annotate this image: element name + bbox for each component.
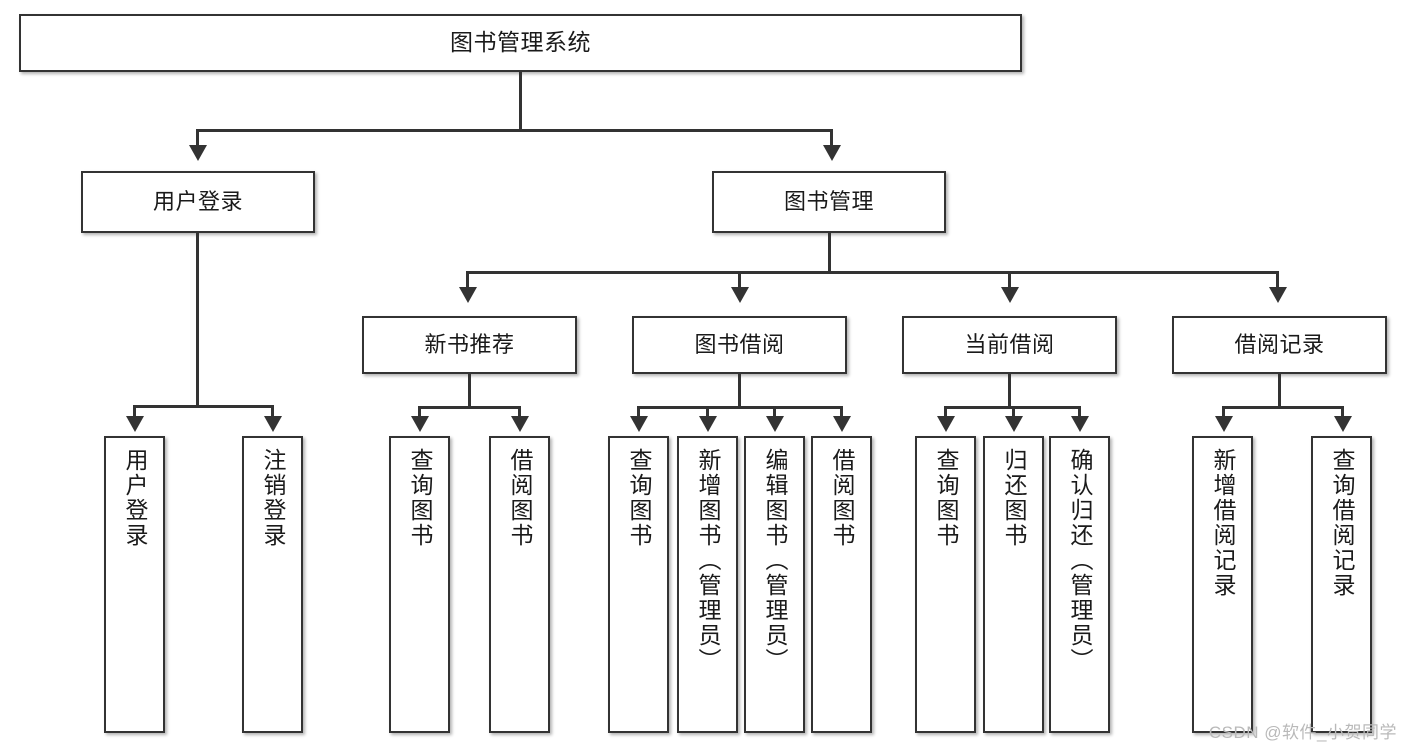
- edge-to-current-borrow: [1008, 271, 1011, 289]
- node-book-borrow[interactable]: 图书借阅: [632, 316, 847, 374]
- edge-new-book-bus: [418, 406, 521, 409]
- leaf-user-login-logout[interactable]: 注销登录: [242, 436, 303, 733]
- edge-new-book-leaf2: [518, 406, 521, 419]
- node-label: 查询图书: [407, 448, 433, 548]
- edge-root-down: [519, 72, 522, 130]
- node-book-management[interactable]: 图书管理: [712, 171, 946, 233]
- edge-book-borrow-leaf3: [773, 406, 776, 419]
- edge-current-borrow-leaf3: [1078, 406, 1081, 419]
- arrow-book-borrow-leaf2: [699, 416, 717, 432]
- node-label: 查询图书: [626, 448, 652, 548]
- arrow-book-borrow-leaf3: [766, 416, 784, 432]
- node-label: 当前借阅: [964, 332, 1055, 358]
- leaf-current-borrow-query[interactable]: 查询图书: [915, 436, 976, 733]
- arrow-book-borrow-leaf4: [833, 416, 851, 432]
- node-label: 新书推荐: [424, 332, 515, 358]
- node-label: 用户登录: [122, 448, 148, 548]
- arrow-user-login-leaf2: [264, 416, 282, 432]
- edge-user-login-bus: [133, 405, 273, 408]
- leaf-borrow-records-add[interactable]: 新增借阅记录: [1192, 436, 1253, 733]
- node-label: 查询借阅记录: [1329, 448, 1355, 598]
- node-label: 借阅图书: [829, 448, 855, 548]
- leaf-user-login-login[interactable]: 用户登录: [104, 436, 165, 733]
- edge-book-mgmt-bus: [466, 271, 1279, 274]
- edge-book-mgmt-down: [828, 233, 831, 273]
- edge-to-book-borrow: [738, 271, 741, 289]
- edge-book-borrow-leaf1: [637, 406, 640, 419]
- arrow-to-borrow-records: [1269, 287, 1287, 303]
- node-label: 新增图书（管理员）: [695, 448, 721, 673]
- edge-root-to-book-mgmt: [830, 129, 833, 149]
- edge-user-login-leaf2: [271, 405, 274, 419]
- node-current-borrow[interactable]: 当前借阅: [902, 316, 1117, 374]
- arrow-to-book-mgmt: [823, 145, 841, 161]
- edge-book-borrow-bus: [637, 406, 843, 409]
- edge-to-new-book: [466, 271, 469, 289]
- arrow-borrow-records-leaf1: [1215, 416, 1233, 432]
- node-label: 图书管理: [783, 189, 874, 215]
- edge-root-to-user-login: [196, 129, 199, 149]
- edge-borrow-records-down: [1278, 374, 1281, 408]
- arrow-to-user-login: [189, 145, 207, 161]
- edge-to-borrow-records: [1276, 271, 1279, 289]
- arrow-borrow-records-leaf2: [1334, 416, 1352, 432]
- node-label: 新增借阅记录: [1210, 448, 1236, 598]
- node-new-book-recommend[interactable]: 新书推荐: [362, 316, 577, 374]
- edge-borrow-records-bus: [1222, 406, 1344, 409]
- edge-borrow-records-leaf1: [1222, 406, 1225, 419]
- node-label: 注销登录: [260, 448, 286, 548]
- edge-book-borrow-down: [738, 374, 741, 408]
- node-label: 用户登录: [152, 189, 243, 215]
- arrow-new-book-leaf1: [411, 416, 429, 432]
- arrow-new-book-leaf2: [511, 416, 529, 432]
- edge-new-book-leaf1: [418, 406, 421, 419]
- leaf-book-borrow-add[interactable]: 新增图书（管理员）: [677, 436, 738, 733]
- edge-current-borrow-leaf1: [944, 406, 947, 419]
- edge-book-borrow-leaf2: [706, 406, 709, 419]
- edge-root-bus: [196, 129, 833, 132]
- edge-user-login-leaf1: [133, 405, 136, 419]
- edge-current-borrow-leaf2: [1012, 406, 1015, 419]
- arrow-current-borrow-leaf3: [1071, 416, 1089, 432]
- leaf-book-borrow-query[interactable]: 查询图书: [608, 436, 669, 733]
- edge-new-book-down: [468, 374, 471, 408]
- arrow-current-borrow-leaf1: [937, 416, 955, 432]
- node-label: 编辑图书（管理员）: [762, 448, 788, 673]
- arrow-to-new-book: [459, 287, 477, 303]
- node-user-login[interactable]: 用户登录: [81, 171, 315, 233]
- arrow-book-borrow-leaf1: [630, 416, 648, 432]
- node-root-system[interactable]: 图书管理系统: [19, 14, 1022, 72]
- node-label: 确认归还（管理员）: [1067, 448, 1093, 673]
- edge-current-borrow-down: [1008, 374, 1011, 408]
- arrow-current-borrow-leaf2: [1005, 416, 1023, 432]
- leaf-current-borrow-return[interactable]: 归还图书: [983, 436, 1044, 733]
- edge-borrow-records-leaf2: [1341, 406, 1344, 419]
- leaf-book-borrow-borrow[interactable]: 借阅图书: [811, 436, 872, 733]
- node-label: 图书管理系统: [450, 29, 591, 56]
- leaf-current-borrow-confirm[interactable]: 确认归还（管理员）: [1049, 436, 1110, 733]
- leaf-book-borrow-edit[interactable]: 编辑图书（管理员）: [744, 436, 805, 733]
- edge-book-borrow-leaf4: [840, 406, 843, 419]
- node-label: 查询图书: [933, 448, 959, 548]
- node-label: 借阅记录: [1234, 332, 1325, 358]
- node-label: 归还图书: [1001, 448, 1027, 548]
- arrow-user-login-leaf1: [126, 416, 144, 432]
- arrow-to-book-borrow: [731, 287, 749, 303]
- arrow-to-current-borrow: [1001, 287, 1019, 303]
- leaf-new-book-borrow[interactable]: 借阅图书: [489, 436, 550, 733]
- leaf-new-book-query[interactable]: 查询图书: [389, 436, 450, 733]
- edge-user-login-down: [196, 233, 199, 407]
- node-label: 借阅图书: [507, 448, 533, 548]
- node-borrow-records[interactable]: 借阅记录: [1172, 316, 1387, 374]
- leaf-borrow-records-query[interactable]: 查询借阅记录: [1311, 436, 1372, 733]
- node-label: 图书借阅: [694, 332, 785, 358]
- watermark-text: CSDN @软件_小贺同学: [1208, 723, 1397, 742]
